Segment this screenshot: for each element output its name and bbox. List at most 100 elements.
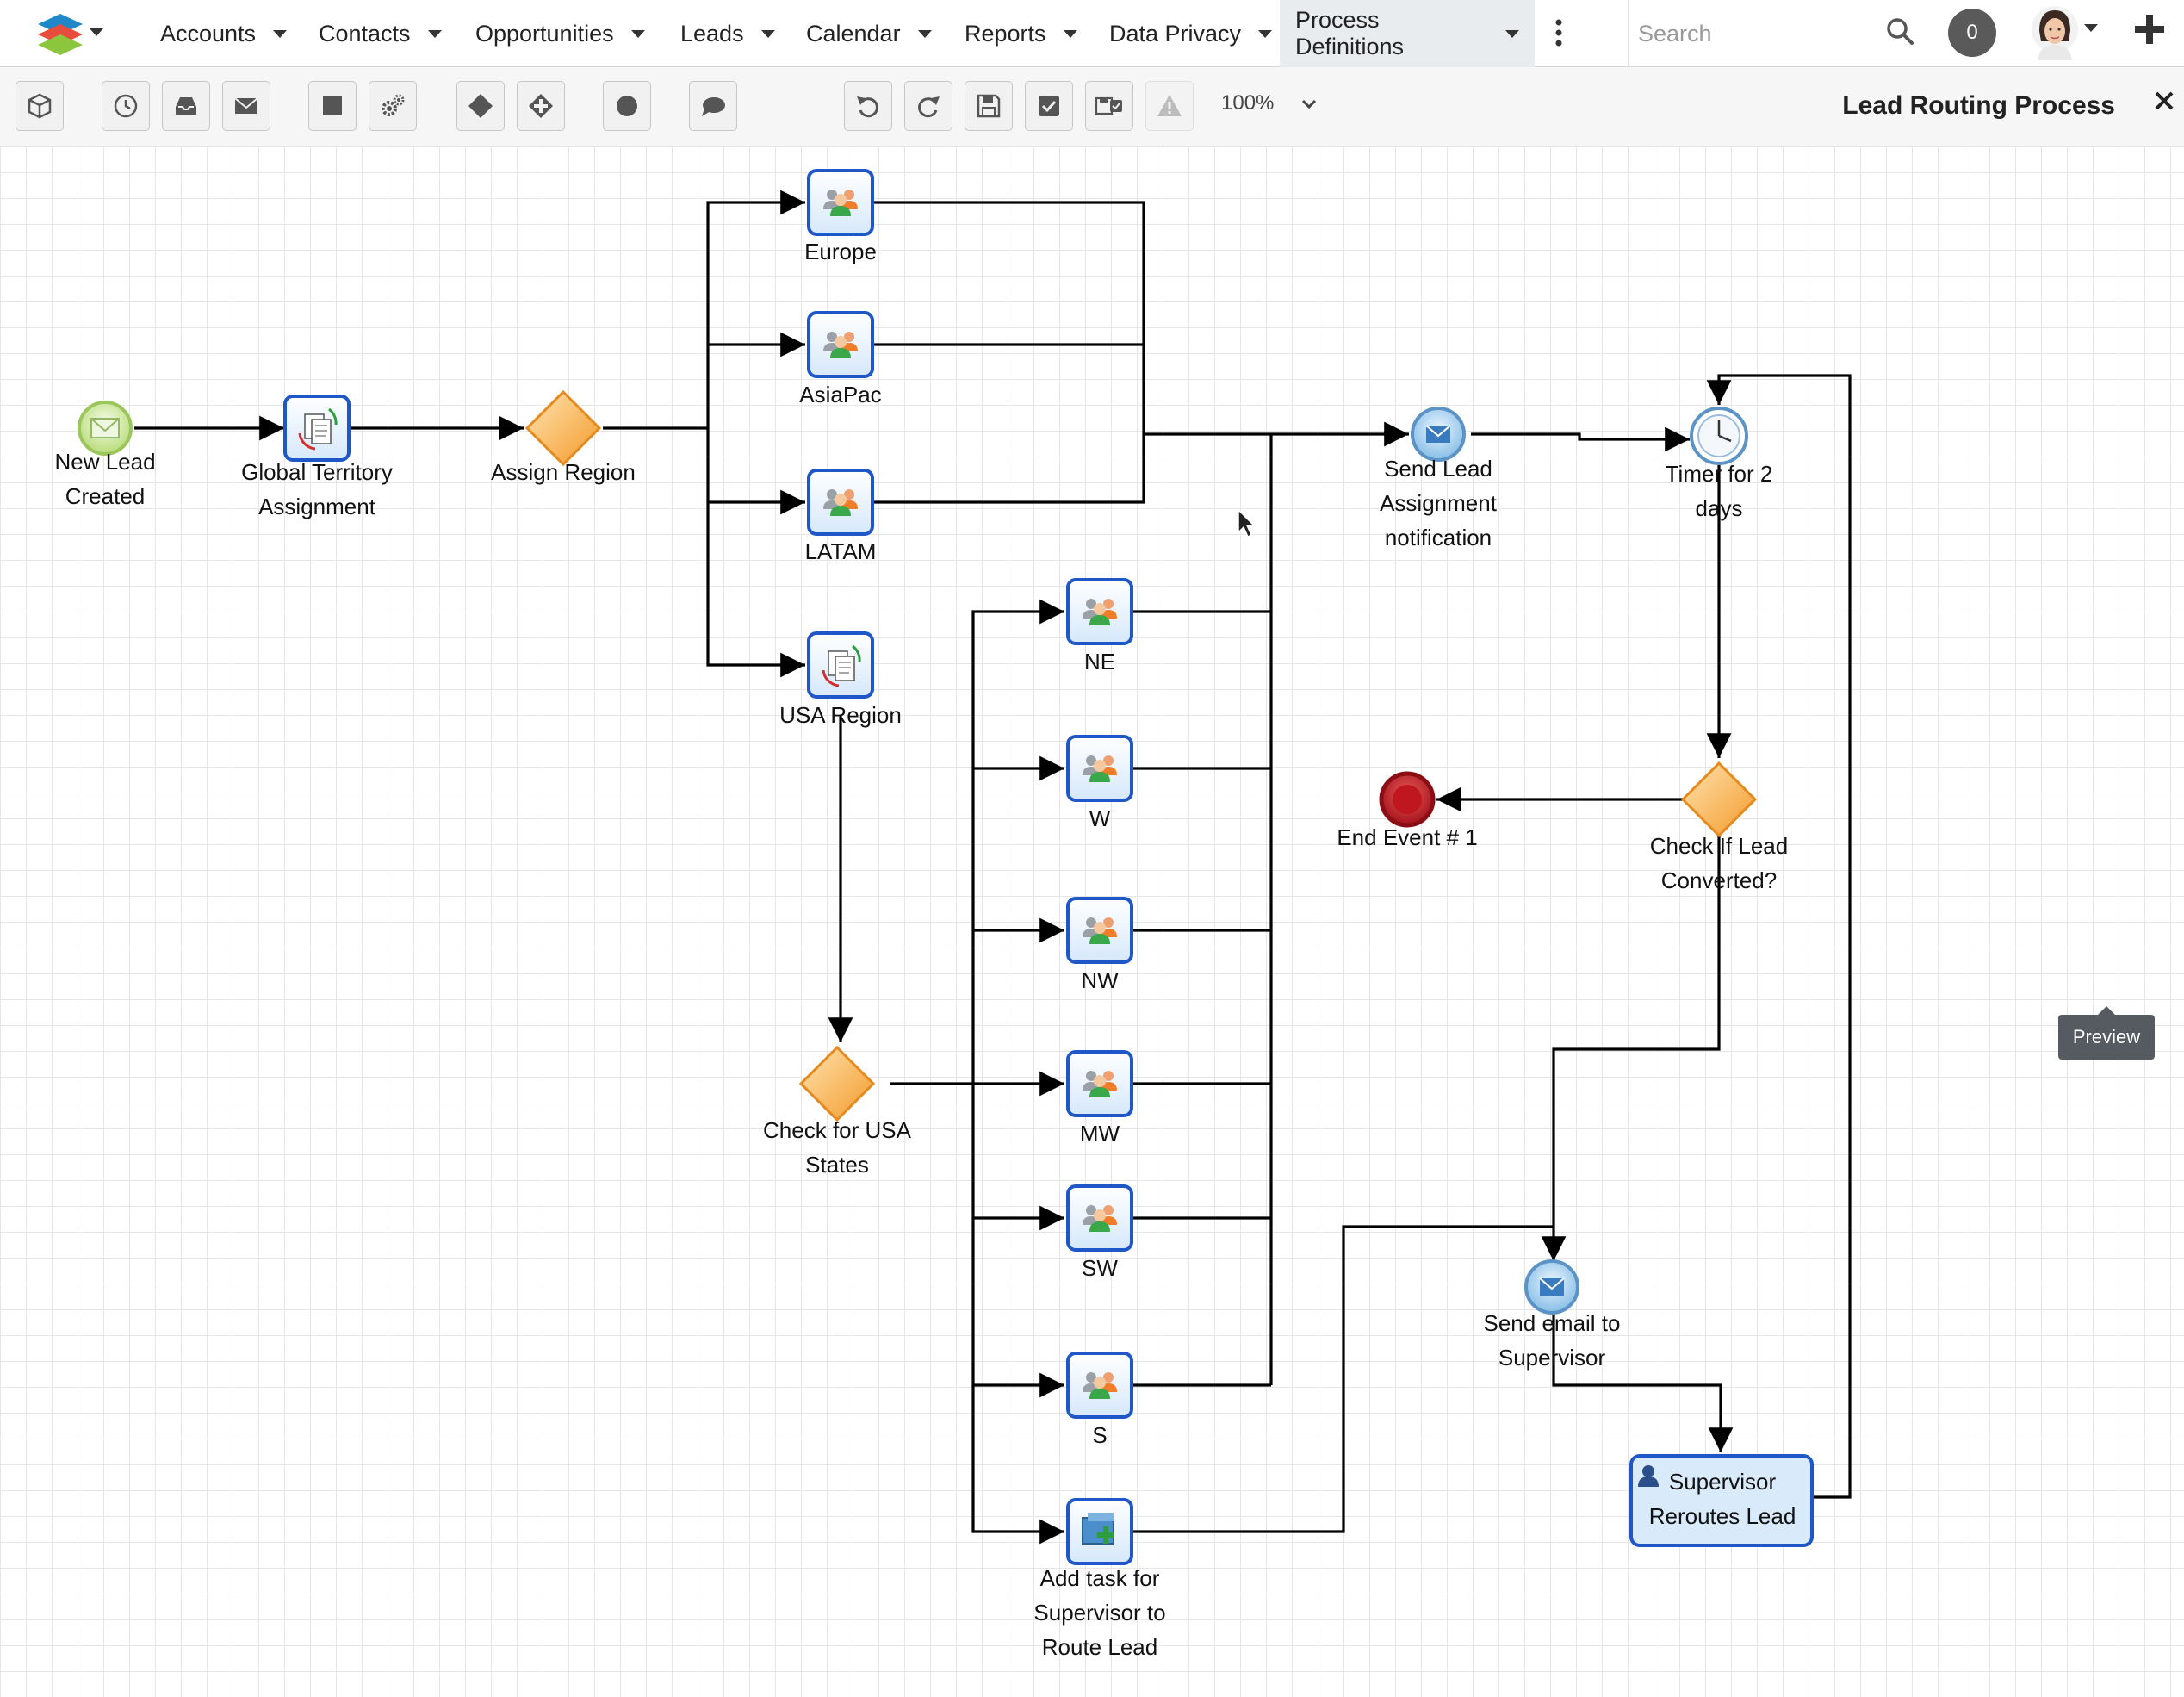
top-navigation-bar: Accounts Contacts Opportunities Leads Ca…	[0, 0, 2184, 67]
nav-item-leads[interactable]: Leads	[665, 0, 791, 67]
search-input[interactable]	[1636, 12, 1881, 55]
chevron-down-icon[interactable]	[630, 29, 645, 38]
checkbox-icon	[1039, 96, 1059, 116]
nav-item-contacts[interactable]: Contacts	[303, 0, 457, 67]
label-mw: MW	[1079, 1121, 1120, 1147]
save-check-icon	[1095, 96, 1122, 115]
task-add-supervisor[interactable]	[1066, 1498, 1133, 1565]
task-sw[interactable]	[1066, 1184, 1133, 1252]
label-ne: NE	[1083, 649, 1116, 674]
chevron-down-icon[interactable]	[273, 29, 288, 38]
nav-item-data-privacy[interactable]: Data Privacy	[1094, 0, 1287, 67]
timer-event-button[interactable]	[102, 81, 150, 131]
end-event[interactable]	[1379, 771, 1436, 828]
cube-button[interactable]	[16, 81, 64, 131]
send-message-button[interactable]	[222, 81, 270, 131]
timer-event-two-days[interactable]	[1690, 407, 1748, 465]
label-s: S	[1092, 1422, 1108, 1448]
designer-toolbar: 100% Lead Routing Process	[0, 67, 2184, 146]
label-check-lead-converted: Check If Lead Converted?	[1649, 833, 1789, 893]
nav-item-process-definitions[interactable]: Process Definitions	[1280, 0, 1535, 67]
user-menu-chevron-icon[interactable]	[2084, 24, 2098, 32]
chevron-down-icon[interactable]	[427, 29, 442, 38]
end-event-button[interactable]	[603, 81, 651, 131]
close-icon[interactable]	[2153, 90, 2175, 112]
comment-button[interactable]	[689, 81, 737, 131]
label-send-lead-assignment: Send Lead Assignment notification	[1380, 456, 1497, 550]
plus-icon[interactable]	[2132, 12, 2167, 47]
exclusive-gateway-button[interactable]	[456, 81, 505, 131]
flow-connectors	[134, 190, 1852, 1545]
search-icon[interactable]	[1884, 16, 1915, 47]
diamond-icon	[468, 94, 493, 118]
nav-item-opportunities[interactable]: Opportunities	[460, 0, 661, 67]
task-mw[interactable]	[1066, 1050, 1133, 1117]
more-options-icon[interactable]	[1548, 16, 1569, 50]
preview-tooltip[interactable]: Preview	[2058, 1006, 2155, 1060]
warnings-button[interactable]	[1145, 81, 1194, 131]
task-s[interactable]	[1066, 1352, 1133, 1419]
gateway-check-usa-states[interactable]	[798, 1045, 876, 1122]
message-event-send-notification[interactable]	[1411, 407, 1466, 462]
message-event-send-email-supervisor[interactable]	[1524, 1259, 1579, 1315]
clock-icon	[114, 94, 138, 118]
diamond-plus-icon	[529, 94, 553, 118]
undo-icon	[857, 96, 878, 118]
nav-item-calendar[interactable]: Calendar	[791, 0, 947, 67]
action-button[interactable]	[369, 81, 417, 131]
undo-button[interactable]	[844, 81, 892, 131]
chevron-down-icon[interactable]	[1505, 29, 1519, 38]
label-nw: NW	[1081, 967, 1119, 993]
nav-item-accounts[interactable]: Accounts	[145, 0, 302, 67]
task-nw[interactable]	[1066, 897, 1133, 964]
label-end-event: End Event # 1	[1337, 824, 1478, 850]
zoom-chevron-down-icon[interactable]	[1300, 98, 1318, 110]
redo-button[interactable]	[904, 81, 952, 131]
floppy-disk-icon	[977, 94, 1001, 118]
gateway-assign-region[interactable]	[524, 389, 602, 467]
circle-icon	[617, 96, 637, 116]
app-logo-icon[interactable]	[34, 10, 86, 59]
label-usa-region: USA Region	[779, 702, 902, 728]
square-icon	[323, 96, 342, 115]
activity-button[interactable]	[308, 81, 357, 131]
logo-chevron-down-icon[interactable]	[90, 19, 103, 45]
validate-button[interactable]	[1025, 81, 1073, 131]
task-usa-region[interactable]	[807, 631, 874, 699]
chevron-down-icon[interactable]	[1258, 29, 1273, 38]
label-assign-region: Assign Region	[491, 459, 636, 485]
chevron-down-icon[interactable]	[1063, 29, 1077, 38]
user-task-supervisor-reroutes[interactable]	[1629, 1454, 1814, 1547]
cube-icon	[28, 93, 52, 119]
start-event-new-lead[interactable]	[78, 401, 133, 456]
chevron-down-icon[interactable]	[917, 29, 932, 38]
nav-divider	[1628, 0, 1629, 67]
notifications-badge[interactable]: 0	[1948, 9, 1996, 57]
user-avatar[interactable]	[2031, 5, 2079, 60]
task-w[interactable]	[1066, 735, 1133, 802]
process-title: Lead Routing Process	[1842, 91, 2115, 120]
label-check-usa-states: Check for USA States	[763, 1117, 911, 1178]
gateway-check-converted[interactable]	[1680, 761, 1758, 838]
task-europe[interactable]	[807, 169, 874, 236]
process-canvas[interactable]: New Lead Created Global Territory Assign…	[0, 146, 2184, 1697]
label-sw: SW	[1082, 1255, 1118, 1281]
chevron-down-icon[interactable]	[760, 29, 775, 38]
parallel-gateway-button[interactable]	[517, 81, 565, 131]
save-and-validate-button[interactable]	[1085, 81, 1133, 131]
task-latam[interactable]	[807, 469, 874, 536]
task-global-territory[interactable]	[283, 395, 351, 462]
inbox-icon	[176, 97, 196, 115]
label-latam: LATAM	[804, 538, 877, 564]
label-send-email-supervisor: Send email to Supervisor	[1483, 1310, 1621, 1371]
task-ne[interactable]	[1066, 578, 1133, 645]
save-button[interactable]	[965, 81, 1013, 131]
zoom-level[interactable]: 100%	[1221, 91, 1275, 115]
label-asiapac: AsiaPac	[799, 382, 882, 407]
task-asiapac[interactable]	[807, 311, 874, 378]
receive-message-button[interactable]	[162, 81, 210, 131]
label-new-lead-created: New Lead Created	[54, 449, 156, 509]
mouse-cursor-icon	[1238, 508, 1256, 538]
nav-item-reports[interactable]: Reports	[949, 0, 1093, 67]
label-supervisor-reroutes: Supervisor Reroutes Lead	[1648, 1469, 1796, 1529]
